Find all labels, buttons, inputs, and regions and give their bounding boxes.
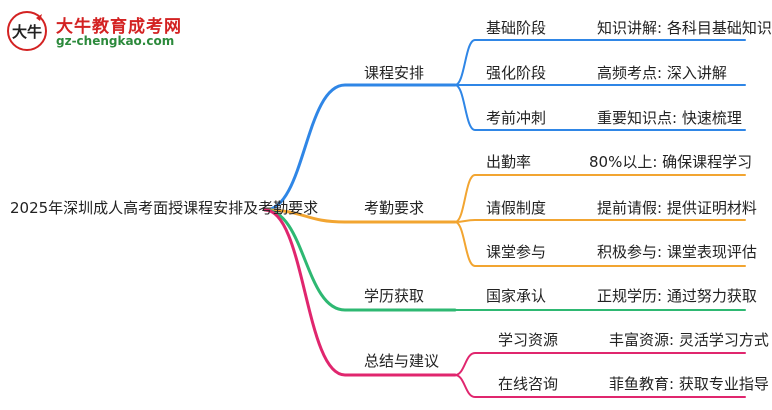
node-basic-stage: 基础阶段 bbox=[486, 19, 547, 37]
logo-mark-icon: 大牛 bbox=[7, 11, 47, 51]
detail-leave-policy: 提前请假: 提供证明材料 bbox=[597, 199, 757, 217]
node-final-sprint: 考前冲刺 bbox=[486, 109, 547, 127]
detail-basic-stage: 知识讲解: 各科目基础知识 bbox=[597, 19, 772, 37]
leaf-edge bbox=[454, 174, 746, 223]
node-class-participation: 课堂参与 bbox=[486, 243, 547, 261]
node-online-consult: 在线咨询 bbox=[498, 375, 559, 393]
detail-online-consult: 菲鱼教育: 获取专业指导 bbox=[609, 375, 769, 393]
node-leave-policy: 请假制度 bbox=[486, 199, 547, 217]
detail-final-sprint: 重要知识点: 快速梳理 bbox=[597, 109, 742, 127]
node-national-recognition: 国家承认 bbox=[486, 287, 547, 305]
mindmap-edges bbox=[263, 39, 746, 398]
detail-intensive-stage: 高频考点: 深入讲解 bbox=[597, 64, 727, 82]
leaf-edge bbox=[454, 221, 746, 267]
logo-mark-text: 大牛 bbox=[12, 23, 42, 41]
branch-edge bbox=[263, 208, 457, 224]
logo-url: gz-chengkao.com bbox=[56, 34, 175, 48]
mindmap-canvas bbox=[263, 39, 746, 398]
detail-learning-resources: 丰富资源: 灵活学习方式 bbox=[609, 331, 769, 349]
leaf-edge bbox=[454, 84, 746, 131]
branch-course-schedule: 课程安排 bbox=[364, 64, 425, 82]
leaf-edge bbox=[454, 39, 746, 86]
site-logo[interactable]: 大牛 大牛教育成考网 gz-chengkao.com bbox=[6, 10, 181, 52]
root-topic: 2025年深圳成人高考面授课程安排及考勤要求 bbox=[10, 199, 319, 217]
branch-edge bbox=[263, 208, 457, 312]
detail-attendance-rate: 80%以上: 确保课程学习 bbox=[589, 153, 753, 171]
detail-class-participation: 积极参与: 课堂表现评估 bbox=[597, 243, 757, 261]
branch-edge bbox=[263, 208, 457, 377]
logo-title: 大牛教育成考网 bbox=[56, 17, 182, 37]
detail-national-recognition: 正规学历: 通过努力获取 bbox=[597, 287, 757, 305]
node-attendance-rate: 出勤率 bbox=[486, 153, 532, 171]
leaf-edge bbox=[454, 374, 746, 398]
node-intensive-stage: 强化阶段 bbox=[486, 64, 547, 82]
leaf-edge bbox=[454, 352, 746, 376]
branch-summary: 总结与建议 bbox=[364, 352, 440, 370]
branch-attendance: 考勤要求 bbox=[364, 199, 425, 217]
branch-edge bbox=[263, 83, 457, 212]
branch-degree: 学历获取 bbox=[364, 287, 425, 305]
node-learning-resources: 学习资源 bbox=[498, 331, 559, 349]
leaf-edge bbox=[454, 219, 746, 223]
